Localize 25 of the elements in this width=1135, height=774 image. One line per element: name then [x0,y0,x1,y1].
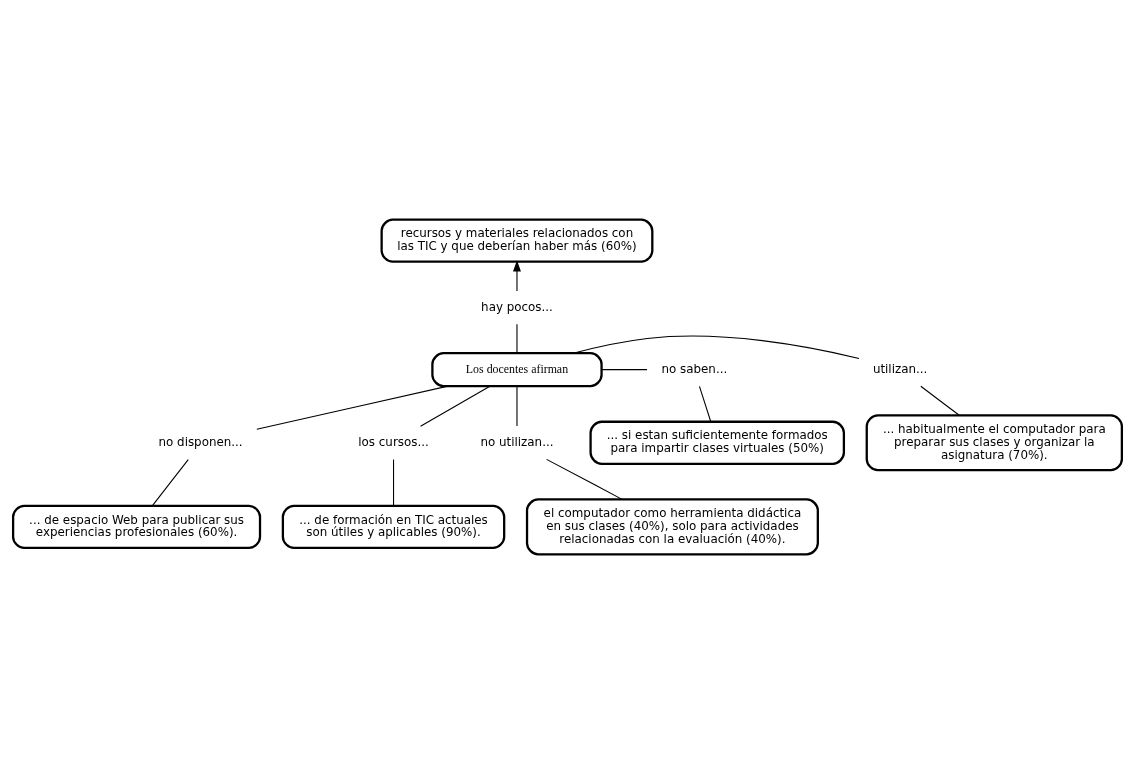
connector [151,459,189,507]
connector [698,385,712,423]
node-box: recursos y materiales relacionados con las TIC y que deberían haber más (60%) [380,218,654,263]
node-text: los cursos... [358,434,429,449]
node-box: ... de espacio Web para publicar sus experiencias profesionales (60%). [11,504,262,550]
connector [392,459,395,507]
connector [572,335,860,360]
node-text: utilizan... [872,361,928,376]
connector [420,385,491,427]
connector [516,323,518,354]
node-box: Los docentes afirman [431,352,603,388]
node-box: ... de formación en TIC actuales son útiles y aplicables (90%). [281,504,506,550]
connector [256,385,449,430]
node-box: ... habitualmente el computador para preparar sus clases y organizar la asignatura (70%). [865,414,1124,472]
node-box: ... si estan suficientemente formados para impartir clases virtuales (50%) [589,420,846,465]
node-text: hay pocos... [481,299,553,314]
node-text: no saben... [661,361,728,376]
node-box: el computador como herramienta didáctica en sus clases (40%), solo para actividades relacionadas con la evaluación (40%). [525,498,819,556]
connector [546,458,623,500]
node-text: no disponen... [158,434,243,449]
connector [601,369,648,371]
connector [516,385,518,427]
connector [920,385,960,416]
arrow [513,260,521,292]
node-text: no utilizan... [480,434,554,449]
